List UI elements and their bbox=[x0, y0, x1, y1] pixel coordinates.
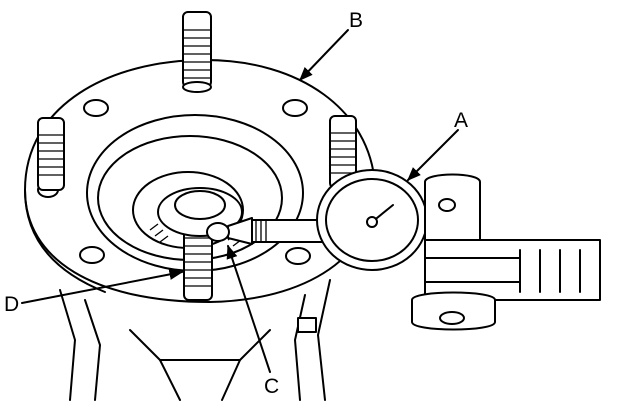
dial-indicator bbox=[206, 169, 428, 271]
knuckle-housing bbox=[59, 279, 331, 401]
leader-a bbox=[407, 129, 459, 181]
wheel-stud-right bbox=[329, 115, 357, 189]
callout-a: A bbox=[454, 109, 469, 132]
callout-b: B bbox=[349, 9, 364, 32]
wheel-stud-top bbox=[182, 11, 212, 93]
callout-d: D bbox=[4, 293, 20, 316]
leader-c bbox=[226, 244, 271, 373]
leader-lines bbox=[21, 29, 459, 373]
wheel-studs bbox=[37, 11, 357, 301]
leader-d bbox=[21, 268, 184, 304]
wheel-stud-left bbox=[37, 117, 65, 191]
magnetic-base bbox=[411, 173, 601, 331]
leader-b bbox=[299, 29, 349, 82]
callout-c: C bbox=[264, 375, 280, 398]
